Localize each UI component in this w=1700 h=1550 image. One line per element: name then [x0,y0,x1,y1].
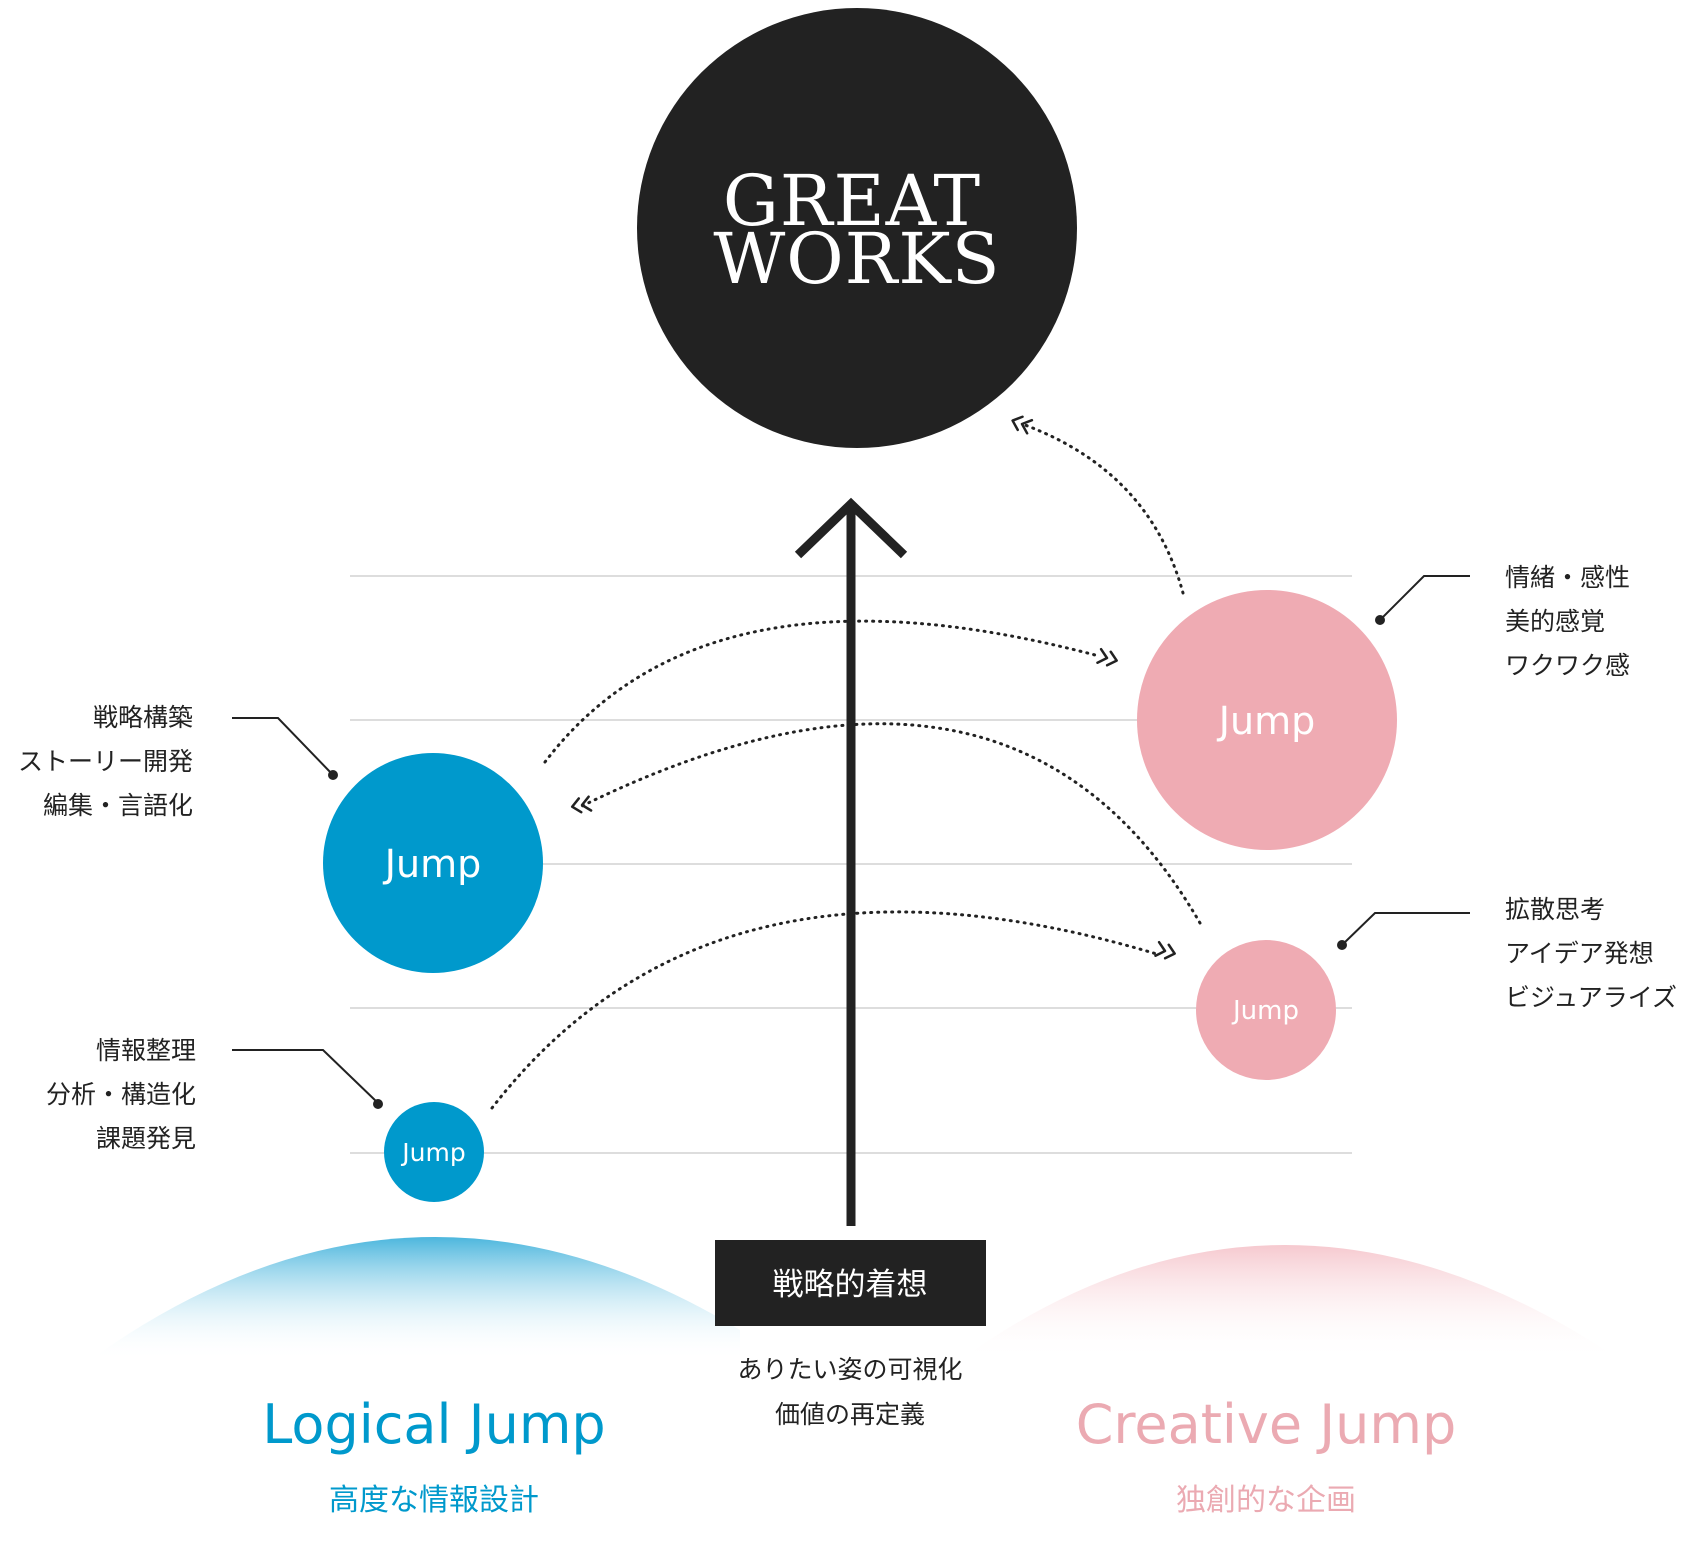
creative-jump-title: Creative Jump [1076,1393,1457,1456]
strategic-idea-box [715,1240,986,1326]
jump-label: Jump [1231,996,1299,1026]
creative-mound [960,1245,1620,1360]
note-line: ワクワク感 [1505,651,1630,680]
right-note-emotion: 情緒・感性 美的感覚 ワクワク感 [1505,563,1630,680]
note-line: 情報整理 [96,1036,196,1065]
leader-dot [1337,940,1347,950]
creative-jump-subtitle: 独創的な企画 [1176,1483,1356,1518]
strategic-idea-sub-line: ありたい姿の可視化 [737,1355,962,1384]
logical-mound [90,1236,740,1360]
logical-jump-circle-large [323,753,543,973]
note-line: 情緒・感性 [1505,563,1630,592]
double-chevron-left-icon [1011,415,1034,435]
note-line: 美的感覚 [1505,607,1605,636]
leader-dot [373,1099,383,1109]
great-works-line1: GREAT [723,160,981,242]
leader-line [1379,575,1470,621]
note-line: 編集・言語化 [43,791,193,820]
logical-jump-title: Logical Jump [262,1393,605,1456]
arc-pink-large-to-great-works [1023,423,1185,595]
great-works-circle [637,8,1077,448]
note-line: ストーリー開発 [18,747,193,776]
leader-dot [1375,615,1385,625]
note-line: アイデア発想 [1505,939,1654,968]
leader-line [1341,912,1470,946]
logical-jump-circle-small [384,1102,484,1202]
jump-label: Jump [383,842,481,886]
leader-lines [232,575,1470,1104]
left-note-information: 情報整理 分析・構造化 課題発見 [46,1036,196,1153]
double-chevron-right-icon [1154,940,1176,960]
arc-pink-small-to-blue-mid [578,722,1202,925]
creative-jump-circle-small [1196,940,1336,1080]
jump-label: Jump [400,1138,465,1167]
great-works-line2: WORKS [713,218,1000,300]
leader-dot [328,770,338,780]
note-line: ビジュアライズ [1505,983,1677,1012]
note-line: 戦略構築 [93,703,193,732]
strategic-idea-label: 戦略的着想 [773,1267,928,1303]
arc-blue-mid-to-pink-large [543,619,1097,764]
left-note-strategy: 戦略構築 ストーリー開発 編集・言語化 [18,703,193,820]
right-note-divergent: 拡散思考 アイデア発想 ビジュアライズ [1505,895,1677,1012]
chevrons [570,415,1176,960]
note-line: 拡散思考 [1505,895,1605,924]
double-chevron-right-icon [1096,647,1118,667]
note-line: 課題発見 [96,1124,196,1153]
double-chevron-left-icon [570,795,593,814]
leader-line [232,717,334,776]
strategic-idea-sub-line: 価値の再定義 [775,1400,925,1429]
logical-jump-subtitle: 高度な情報設計 [329,1483,539,1518]
central-arrow-head-icon [794,497,908,559]
jump-label: Jump [1217,699,1315,743]
arc-blue-small-to-pink-small [490,910,1162,1110]
dotted-arcs [490,423,1202,1110]
creative-jump-circle-large [1137,590,1397,850]
leader-line [232,1049,379,1104]
leader-dots [328,615,1385,1109]
note-line: 分析・構造化 [46,1080,196,1109]
